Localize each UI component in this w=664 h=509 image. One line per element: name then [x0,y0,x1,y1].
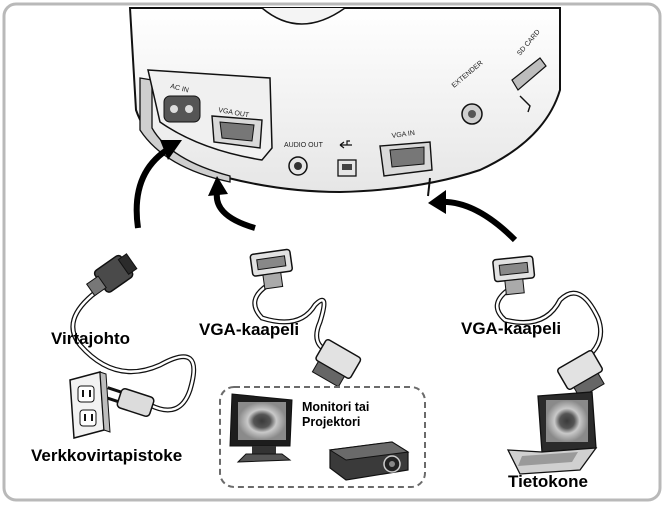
vga-cable-left [249,248,362,388]
power-cord [70,253,197,417]
projector-illustration [328,441,410,481]
laptop-illustration [506,391,598,475]
port-label-ac-in: AC IN [170,83,190,94]
label-monitor-projector: Monitori tai Projektori [302,400,370,429]
label-vga-cable-left: VGA-kaapeli [199,320,300,339]
document-camera: AC IN VGA OUT AUDIO OUT VGA IN EXTENDER … [128,7,561,197]
wall-socket-illustration [69,371,111,439]
port-label-vga-in: VGA IN [391,130,415,140]
label-wall-socket: Verkkovirtapistoke [31,446,183,465]
label-power-cord: Virtajohto [51,329,131,348]
label-computer: Tietokone [508,472,588,491]
monitor-illustration [229,393,293,463]
arrowheads [160,140,446,214]
monitor-projector-group-box [219,386,426,488]
arrow-power-to-ac-in [133,145,172,229]
arrow-computer-to-vga-in [439,198,518,243]
port-label-audio-out: AUDIO OUT [284,142,324,149]
label-vga-cable-right: VGA-kaapeli [461,319,562,338]
